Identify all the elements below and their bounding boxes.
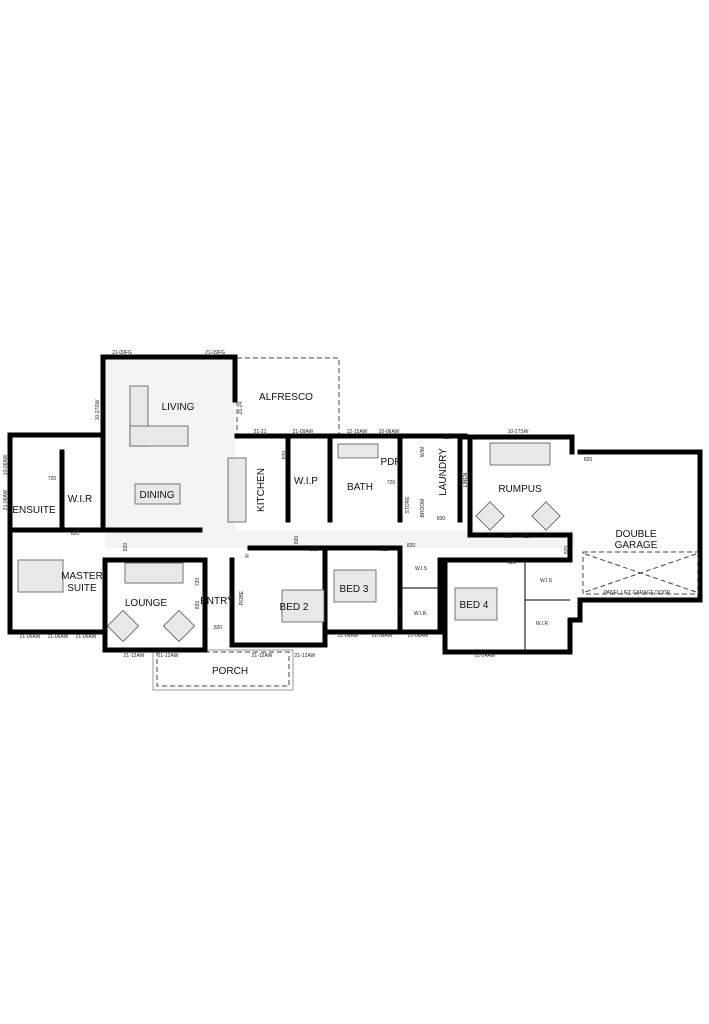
room-label-bed2: BED 2	[280, 602, 309, 613]
window-labels: 21-09FG 21-09FG 10-27SW 21-24 21-21 21-0…	[3, 350, 529, 659]
armchair-icon	[162, 609, 196, 643]
room-label-pdr: PDR	[380, 457, 401, 468]
room-label-wis-bed4: W.I.S	[540, 578, 553, 584]
window-label: 21-12AW	[295, 653, 316, 659]
door-label: 820	[123, 543, 129, 552]
door-label: 820	[214, 625, 223, 631]
bed2-icon	[281, 589, 325, 623]
door-label: 820	[294, 536, 300, 545]
room-label-linen: LINEN	[463, 472, 469, 487]
label-garage-door: PANEL LIFT GARAGE DOOR	[604, 590, 671, 596]
lounge-sofa-icon	[124, 562, 184, 584]
window-label: 21-06AW	[3, 489, 9, 510]
room-label-wir-master: W.I.R	[68, 494, 92, 505]
door-label: 820	[195, 601, 201, 610]
window-label: 21-09FG	[112, 350, 132, 356]
door-label: 720	[195, 578, 201, 587]
door-label: 830	[437, 516, 446, 522]
armchair-icon	[106, 609, 140, 643]
window-label: 21-09FG	[205, 350, 225, 356]
walls	[7, 354, 703, 655]
porch-slab	[156, 651, 290, 687]
window-label: 21-24AW	[475, 653, 496, 659]
door-labels: 720 820 820 720 820 820 820 820 820 820 …	[48, 435, 593, 631]
door-label: 820	[508, 560, 517, 566]
window-label: 21-24	[238, 401, 244, 414]
room-label-garage-2: GARAGE	[615, 540, 658, 551]
door-label: 820	[71, 531, 80, 537]
room-label-laundry: LAUNDRY	[438, 448, 449, 496]
window-label: 12-15AW	[347, 429, 368, 435]
room-label-broom: BROOM	[420, 499, 426, 518]
window-label: 21-12AW	[252, 653, 273, 659]
window-label: 21-06AW	[372, 633, 393, 639]
bed3-icon	[333, 569, 377, 603]
window-label: 21-06AW	[338, 633, 359, 639]
door-label: 820	[282, 451, 288, 460]
kitchen-island-icon	[227, 457, 247, 523]
rumpus-sofa-icon	[489, 442, 551, 466]
room-label-wir-bed3: W.I.R	[414, 611, 427, 617]
door-label: 830	[504, 534, 513, 540]
room-label-entry: ENTRY	[200, 596, 234, 607]
bathtub-icon	[337, 443, 379, 459]
room-label-store: STORE	[405, 496, 411, 514]
room-labels: LIVING ALFRESCO ENSUITE W.I.R DINING KIT…	[12, 392, 670, 677]
living-dining-floor	[105, 358, 235, 548]
window-label: 10-06AW	[3, 454, 9, 475]
room-label-porch: PORCH	[212, 666, 248, 677]
window-label: 21-09AW	[293, 429, 314, 435]
dining-table-icon	[134, 483, 181, 505]
window-label: 21-06AW	[20, 634, 41, 640]
window-label: 21-12AW	[158, 653, 179, 659]
window-label: 10-06AW	[379, 429, 400, 435]
room-label-bed4: BED 4	[460, 600, 489, 611]
room-label-wir-bed4: W.I.R	[536, 621, 549, 627]
room-label-bath: BATH	[347, 482, 373, 493]
window-label: 21-06AW	[48, 634, 69, 640]
living-sofa-corner-icon	[129, 425, 189, 447]
room-label-bed3: BED 3	[340, 584, 369, 595]
room-label-master-2: SUITE	[67, 583, 97, 594]
garage-door-outline	[582, 551, 699, 595]
room-label-dining: DINING	[140, 490, 175, 501]
bed4-icon	[454, 587, 498, 621]
window-label: 21-12AW	[124, 653, 145, 659]
room-label-alfresco: ALFRESCO	[259, 392, 313, 403]
window-label: 21-06AW	[76, 634, 97, 640]
door-label: 720	[48, 476, 57, 482]
room-label-master-1: MASTER	[61, 571, 103, 582]
room-label-robe: ROBE	[239, 590, 245, 605]
room-label-r: R	[245, 554, 249, 560]
porch-outline	[152, 649, 294, 691]
door-label: 820	[407, 543, 416, 549]
room-label-lounge: LOUNGE	[125, 598, 168, 609]
door-label: 820	[443, 435, 452, 441]
room-label-wis-bed3: W.I.S	[415, 566, 428, 572]
furniture	[17, 385, 561, 643]
room-label-rumpus: RUMPUS	[498, 484, 542, 495]
door-label: 820	[564, 546, 570, 555]
hallway-floor	[105, 530, 575, 548]
room-label-living: LIVING	[162, 402, 195, 413]
armchair-icon	[475, 501, 505, 531]
window-label: 10-27SW	[95, 399, 101, 420]
window-label: 10-27SW	[508, 429, 529, 435]
master-bed-icon	[17, 559, 64, 593]
door-label: 820	[584, 457, 593, 463]
window-label: 21-08AW	[408, 633, 429, 639]
room-label-wip: W.I.P	[294, 476, 318, 487]
room-label-wm: W/M	[420, 447, 426, 457]
door-label: 820	[398, 609, 404, 618]
door-label: 820	[381, 547, 390, 553]
room-label-kitchen: KITCHEN	[256, 468, 267, 512]
door-label: 820	[310, 547, 319, 553]
room-label-garage-1: DOUBLE	[615, 529, 656, 540]
door-label: 720	[387, 480, 396, 486]
window-label: 21-21	[254, 429, 267, 435]
door-label: 820	[523, 534, 532, 540]
armchair-icon	[531, 501, 561, 531]
room-label-ensuite: ENSUITE	[12, 505, 56, 516]
